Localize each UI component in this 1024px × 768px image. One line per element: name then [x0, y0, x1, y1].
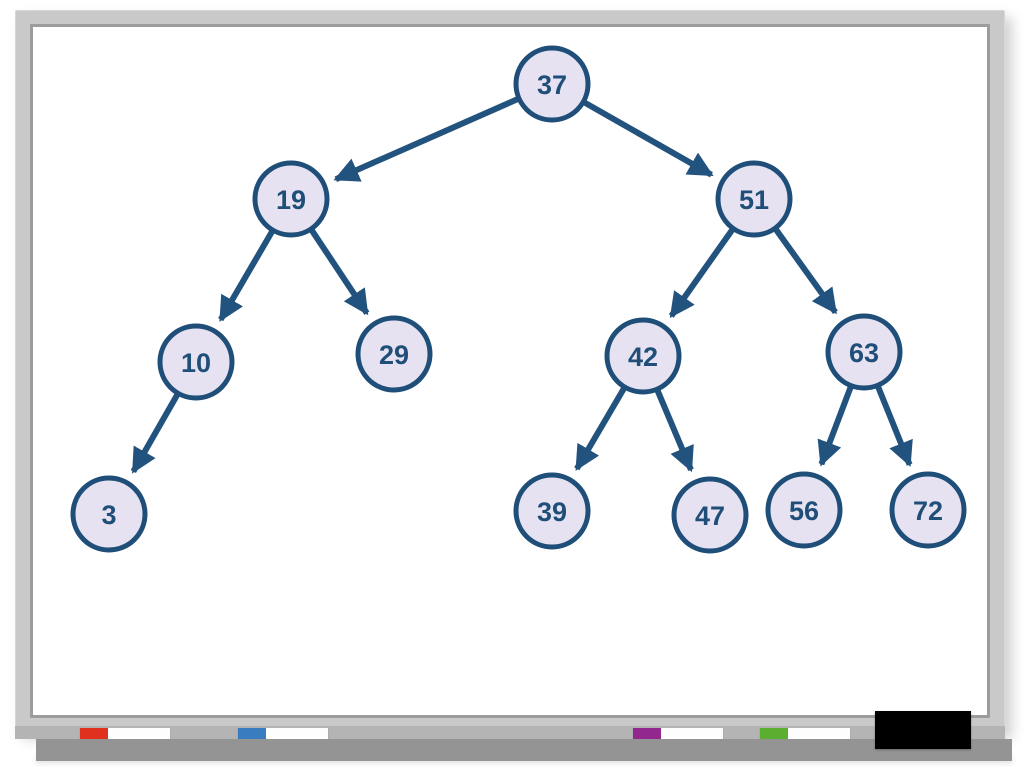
tree-node-label: 47 [695, 501, 725, 531]
tree-node-label: 42 [628, 342, 658, 372]
tree-node-circle [513, 472, 591, 550]
tree-node[interactable]: 19 [252, 160, 330, 238]
tree-edge [582, 99, 714, 178]
tree-node-circle [715, 160, 793, 238]
tree-node-circle [671, 476, 749, 554]
tree-edge [654, 388, 694, 473]
tree-node-circle [355, 315, 433, 393]
marker-tray-front [36, 739, 1012, 761]
tree-node-label: 63 [849, 338, 879, 368]
tree-edge [574, 386, 627, 471]
tree-edge-layer [130, 96, 913, 474]
tree-node-label: 37 [537, 70, 567, 100]
tree-node-circle [765, 471, 843, 549]
tree-edge [875, 385, 913, 467]
tree-node-label: 29 [379, 340, 409, 370]
tree-node[interactable]: 3 [70, 475, 148, 553]
tree-node-circle [604, 317, 682, 395]
tree-node-label: 56 [789, 496, 819, 526]
tree-node-circle [513, 45, 591, 123]
tree-node[interactable]: 47 [671, 476, 749, 554]
tree-node[interactable]: 42 [604, 317, 682, 395]
tree-node[interactable]: 56 [765, 471, 843, 549]
tree-edge [773, 227, 838, 315]
tree-node-circle [252, 160, 330, 238]
tree-node-circle [70, 475, 148, 553]
tree-node[interactable]: 29 [355, 315, 433, 393]
tree-node[interactable]: 10 [157, 323, 235, 401]
tree-edge [333, 96, 520, 182]
tree-node[interactable]: 51 [715, 160, 793, 238]
tree-node-circle [157, 323, 235, 401]
tree-node-label: 72 [913, 496, 943, 526]
tree-node-circle [889, 471, 967, 549]
tree-node[interactable]: 72 [889, 471, 967, 549]
tree-node[interactable]: 63 [825, 313, 903, 391]
tree-edge [218, 229, 275, 322]
tree-node[interactable]: 39 [513, 472, 591, 550]
tree-node-layer: 37 19 51 10 29 42 63 3 39 47 56 72 [70, 45, 967, 554]
tree-node-label: 39 [537, 497, 567, 527]
tree-edge [817, 385, 854, 467]
tree-node-label: 10 [181, 348, 211, 378]
tree-node[interactable]: 37 [513, 45, 591, 123]
tree-edge [668, 227, 736, 319]
tree-node-circle [825, 313, 903, 391]
tree-edge [308, 228, 370, 316]
eraser[interactable] [875, 711, 971, 749]
tree-edge [130, 392, 181, 474]
tree-node-label: 19 [276, 185, 306, 215]
tree-node-label: 51 [739, 185, 769, 215]
tree-node-label: 3 [101, 500, 116, 530]
binary-search-tree-diagram: 37 19 51 10 29 42 63 3 39 47 56 72 [70, 45, 967, 554]
